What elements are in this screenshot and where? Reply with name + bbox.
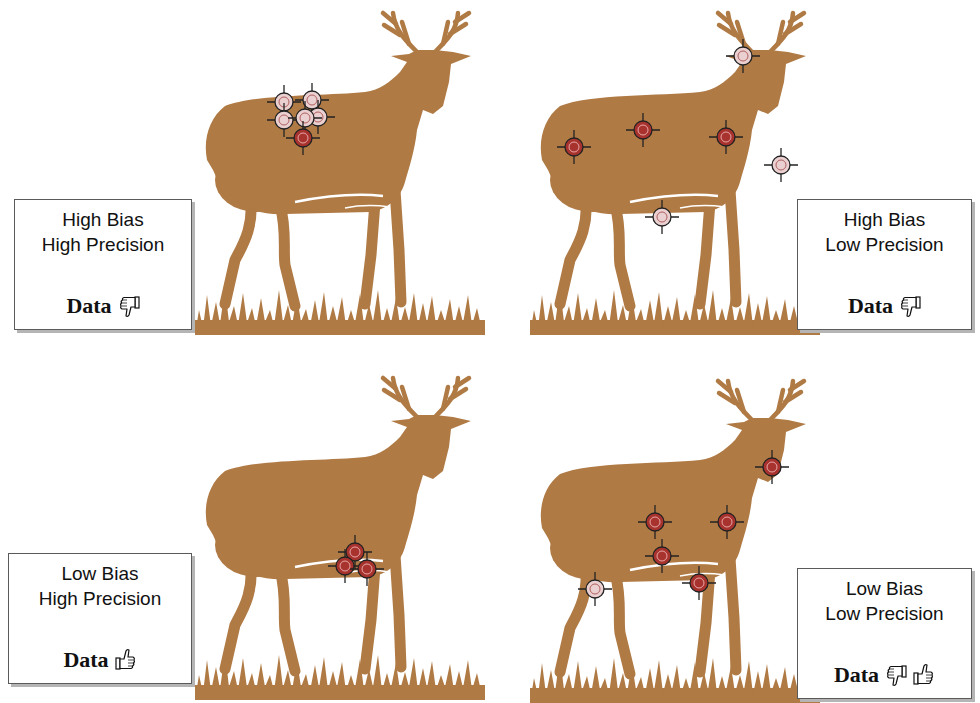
data-word: Data — [848, 293, 893, 319]
thumb-up-icon — [115, 648, 137, 672]
shot-mark — [638, 505, 672, 539]
box-heading: High Bias High Precision — [37, 208, 170, 257]
shot-mark — [710, 505, 744, 539]
shot-mark — [350, 552, 384, 586]
shot-mark — [645, 539, 679, 573]
label-box: High Bias Low PrecisionData — [797, 199, 972, 330]
data-word: Data — [834, 662, 879, 688]
shot-mark — [557, 130, 591, 164]
box-heading: Low Bias High Precision — [34, 562, 167, 611]
shot-mark — [645, 200, 679, 234]
shot-mark — [626, 113, 660, 147]
shot-mark — [709, 120, 743, 154]
label-box: Low Bias High PrecisionData — [8, 553, 192, 684]
box-heading: High Bias Low Precision — [818, 208, 951, 257]
shot-mark — [755, 450, 789, 484]
shot-mark — [764, 148, 798, 182]
wrap-spacer — [34, 562, 50, 587]
deer-silhouette — [195, 13, 485, 335]
deer-silhouette — [530, 381, 820, 703]
wrap-spacer — [153, 208, 169, 233]
label-box: Low Bias Low PrecisionData — [797, 568, 972, 699]
shot-mark — [726, 39, 760, 73]
deer-silhouette — [530, 13, 820, 335]
deer-silhouette — [195, 378, 485, 700]
shot-mark — [286, 121, 320, 155]
data-word: Data — [66, 293, 111, 319]
thumb-up-icon — [913, 663, 935, 687]
shot-mark — [578, 572, 612, 606]
data-row: Data — [834, 662, 935, 688]
label-box: High Bias High PrecisionData — [14, 199, 192, 330]
thumb-down-icon — [885, 663, 907, 687]
wrap-spacer — [818, 577, 834, 602]
wrap-spacer — [37, 208, 53, 233]
data-row: Data — [66, 293, 139, 319]
wrap-spacer — [150, 562, 166, 587]
shot-mark — [328, 549, 362, 583]
thumb-down-icon — [899, 294, 921, 318]
shot-mark — [682, 566, 716, 600]
wrap-spacer — [935, 577, 951, 602]
wrap-spacer — [935, 208, 951, 233]
wrap-spacer — [818, 208, 834, 233]
data-word: Data — [63, 647, 108, 673]
data-row: Data — [848, 293, 921, 319]
box-heading: Low Bias Low Precision — [818, 577, 951, 626]
thumb-down-icon — [118, 294, 140, 318]
data-row: Data — [63, 647, 136, 673]
